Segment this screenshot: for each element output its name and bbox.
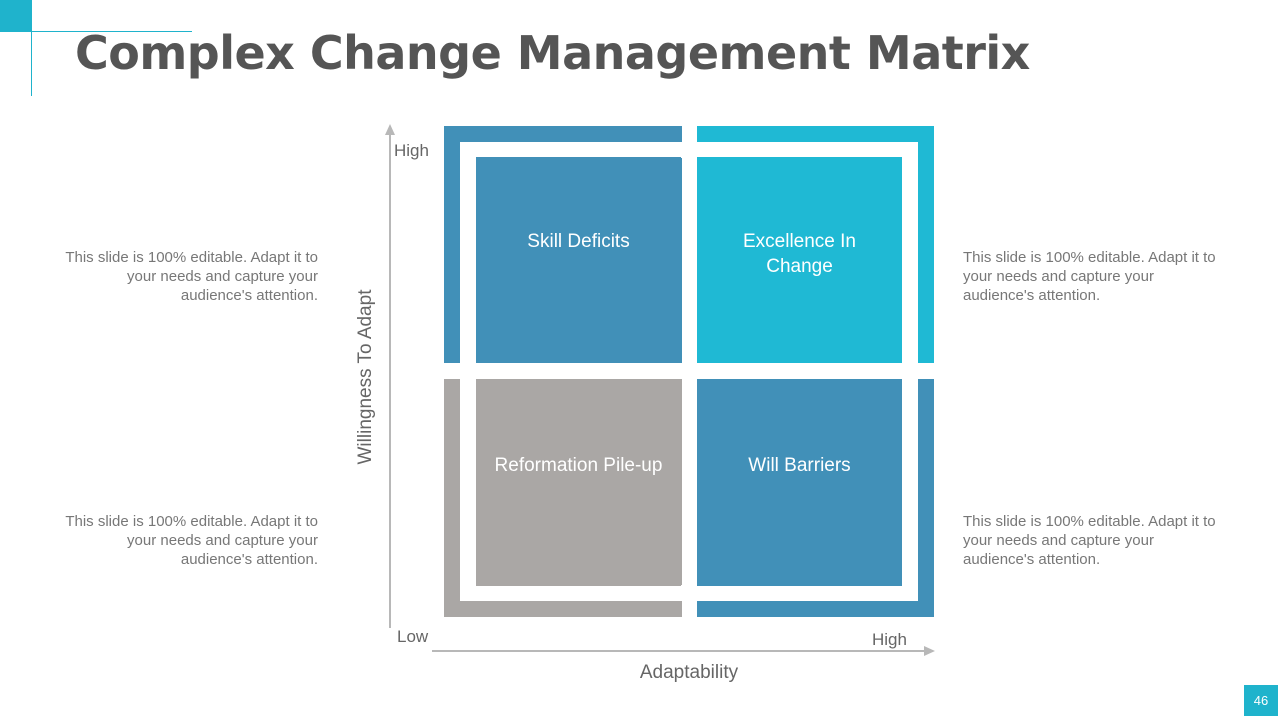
quadrant-reformation-pile-up: Reformation Pile-up [476, 379, 681, 586]
x-axis-line [432, 650, 924, 652]
y-axis-line [389, 134, 391, 628]
quadrant-skill-deficits: Skill Deficits [476, 157, 681, 362]
corner-accent-square [0, 0, 32, 32]
quadrant-excellence-in-change: Excellence In Change [697, 157, 902, 362]
quadrant-label: Will Barriers [748, 455, 851, 476]
note-top-right: This slide is 100% editable. Adapt it to… [963, 249, 1216, 304]
quadrant-label: Reformation Pile-up [494, 455, 663, 476]
corner-accent-line-vertical [31, 32, 32, 96]
x-axis-high-label: High [872, 630, 907, 649]
x-axis-arrowhead [924, 646, 935, 656]
page-number-badge: 46 [1244, 685, 1278, 716]
y-axis-high-label: High [394, 141, 429, 160]
quadrant-label: Excellence In Change [742, 231, 856, 277]
quadrant-label: Skill Deficits [527, 231, 630, 252]
y-axis-low-label: Low [397, 627, 429, 646]
note-top-left: This slide is 100% editable. Adapt it to… [65, 249, 318, 304]
x-axis-title: Adaptability [639, 662, 739, 683]
corner-accent-line-horizontal [32, 31, 192, 32]
note-bottom-right: This slide is 100% editable. Adapt it to… [963, 513, 1216, 568]
matrix-horizontal-divider [436, 363, 942, 379]
y-axis-title: Willingness To Adapt [355, 289, 376, 465]
quadrant-will-barriers: Will Barriers [697, 379, 902, 586]
note-bottom-left: This slide is 100% editable. Adapt it to… [65, 513, 318, 568]
slide-title: Complex Change Management Matrix [75, 26, 1030, 80]
y-axis-arrowhead [385, 124, 395, 135]
